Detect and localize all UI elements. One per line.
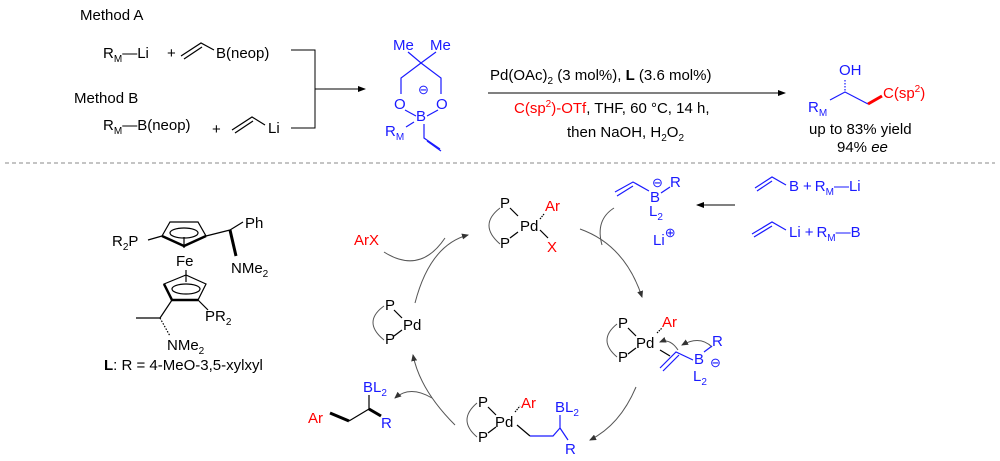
r2p-label: R2P [112,233,138,253]
iron-label: Fe [176,253,194,270]
bl2-label: BL2 [363,379,387,399]
ate-complex: Me Me O O ⊖ B RM [385,37,451,152]
csp2-label: C(sp2) [883,84,925,102]
bl2-label: BL2 [555,399,579,419]
lithium-cation: Li⊕ [653,225,676,249]
method-a-label: Method A [80,7,143,24]
method-b: Method B RM—B(neop) + Li [74,90,280,138]
r-label: R [565,441,576,458]
aryl-label: Ar [545,198,560,215]
nme2-bottom-label: NMe2 [167,337,205,357]
phosphine-label: P [385,297,395,314]
method-b-plus: + [212,121,221,138]
alkyl-pd-complex: P P Pd Ar BL2 R [466,394,579,458]
negative-charge-icon: ⊖ [652,175,663,190]
rm-label: RM [385,123,404,143]
method-a-reagent1: RM—Li [103,45,149,65]
product: OH RM C(sp2) up to 83% yield 94% ee [808,62,925,156]
aryl-label: Ar [521,395,536,412]
l2-label: L2 [693,368,707,388]
palladium-label: Pd [495,414,513,431]
pd0-complex: P P Pd [372,297,421,348]
vinyl-boronate: B ⊖ R L2 Li⊕ [614,174,681,249]
palladium-label: Pd [403,317,421,334]
arx-label: ArX [354,232,379,249]
catalytic-cycle: ArX P P Pd Ar X B ⊖ R L2 Li⊕ [308,174,861,458]
side1-text: B+RM—Li [789,178,861,198]
phenyl-label: Ph [245,215,263,232]
phosphine-label: P [618,315,628,332]
pr2-label: PR2 [205,308,232,328]
r-label: R [670,174,681,191]
aryl-label: Ar [308,410,323,427]
method-b-label: Method B [74,90,138,107]
phosphine-label: P [500,235,510,252]
merge-bracket [291,49,366,129]
aryl-label: Ar [662,314,677,331]
hydroxyl-label: OH [839,62,862,79]
ligand-structure: R2P Ph NMe2 Fe PR2 NMe2 L: R = 4-MeO-3,5… [104,215,269,374]
r-label: R [381,415,392,432]
boron-label: B [694,351,704,368]
conditions-line1: Pd(OAc)2 (3 mol%), L (3.6 mol%) [490,67,711,87]
rm-label: RM [808,99,827,119]
side2-text: Li+RM—B [789,224,861,244]
boron-label: B [416,108,426,125]
boron-label: B [650,189,660,206]
method-b-reagent2: Li [268,120,280,137]
vinyl-icon [180,42,215,60]
side-reagent-1: B+RM—Li [754,176,861,198]
palladium-label: Pd [520,218,538,235]
conditions-line3: then NaOH, H2O2 [567,124,684,144]
pd-alkene-complex: P P Pd Ar B ⊖ R L2 [606,314,723,388]
yield-text: up to 83% yield [809,121,912,138]
nme2-top-label: NMe2 [231,260,269,280]
negative-charge-icon: ⊖ [418,82,429,97]
phosphine-label: P [478,429,488,446]
methyl-label: Me [393,37,414,54]
method-a-reagent2: B(neop) [216,45,269,62]
palladium-label: Pd [636,335,654,352]
methyl-label: Me [430,37,451,54]
ee-text: 94% ee [837,139,888,156]
l2-label: L2 [649,203,663,223]
conditions-line2: C(sp2)-OTf, THF, 60 °C, 14 h, [514,99,710,117]
final-product: Ar BL2 R [308,379,392,432]
method-a: Method A RM—Li + B(neop) [80,7,269,65]
halide-label: X [547,239,557,256]
side-reagent-2: Li+RM—B [751,221,861,244]
method-a-plus: + [167,45,176,62]
oxygen-label: O [436,96,448,113]
oxidative-addition-complex: P P Pd Ar X [488,195,560,256]
vinyl-icon [231,116,266,134]
ligand-caption: L: R = 4-MeO-3,5-xylxyl [104,357,263,374]
method-b-reagent1: RM—B(neop) [103,117,191,137]
phosphine-label: P [500,195,510,212]
r-label: R [712,333,723,350]
oxygen-label: O [394,96,406,113]
negative-charge-icon: ⊖ [710,355,721,370]
phosphine-label: P [478,394,488,411]
phosphine-label: P [618,349,628,366]
phosphine-label: P [385,331,395,348]
reaction-conditions: Pd(OAc)2 (3 mol%), L (3.6 mol%) C(sp2)-O… [488,67,786,144]
